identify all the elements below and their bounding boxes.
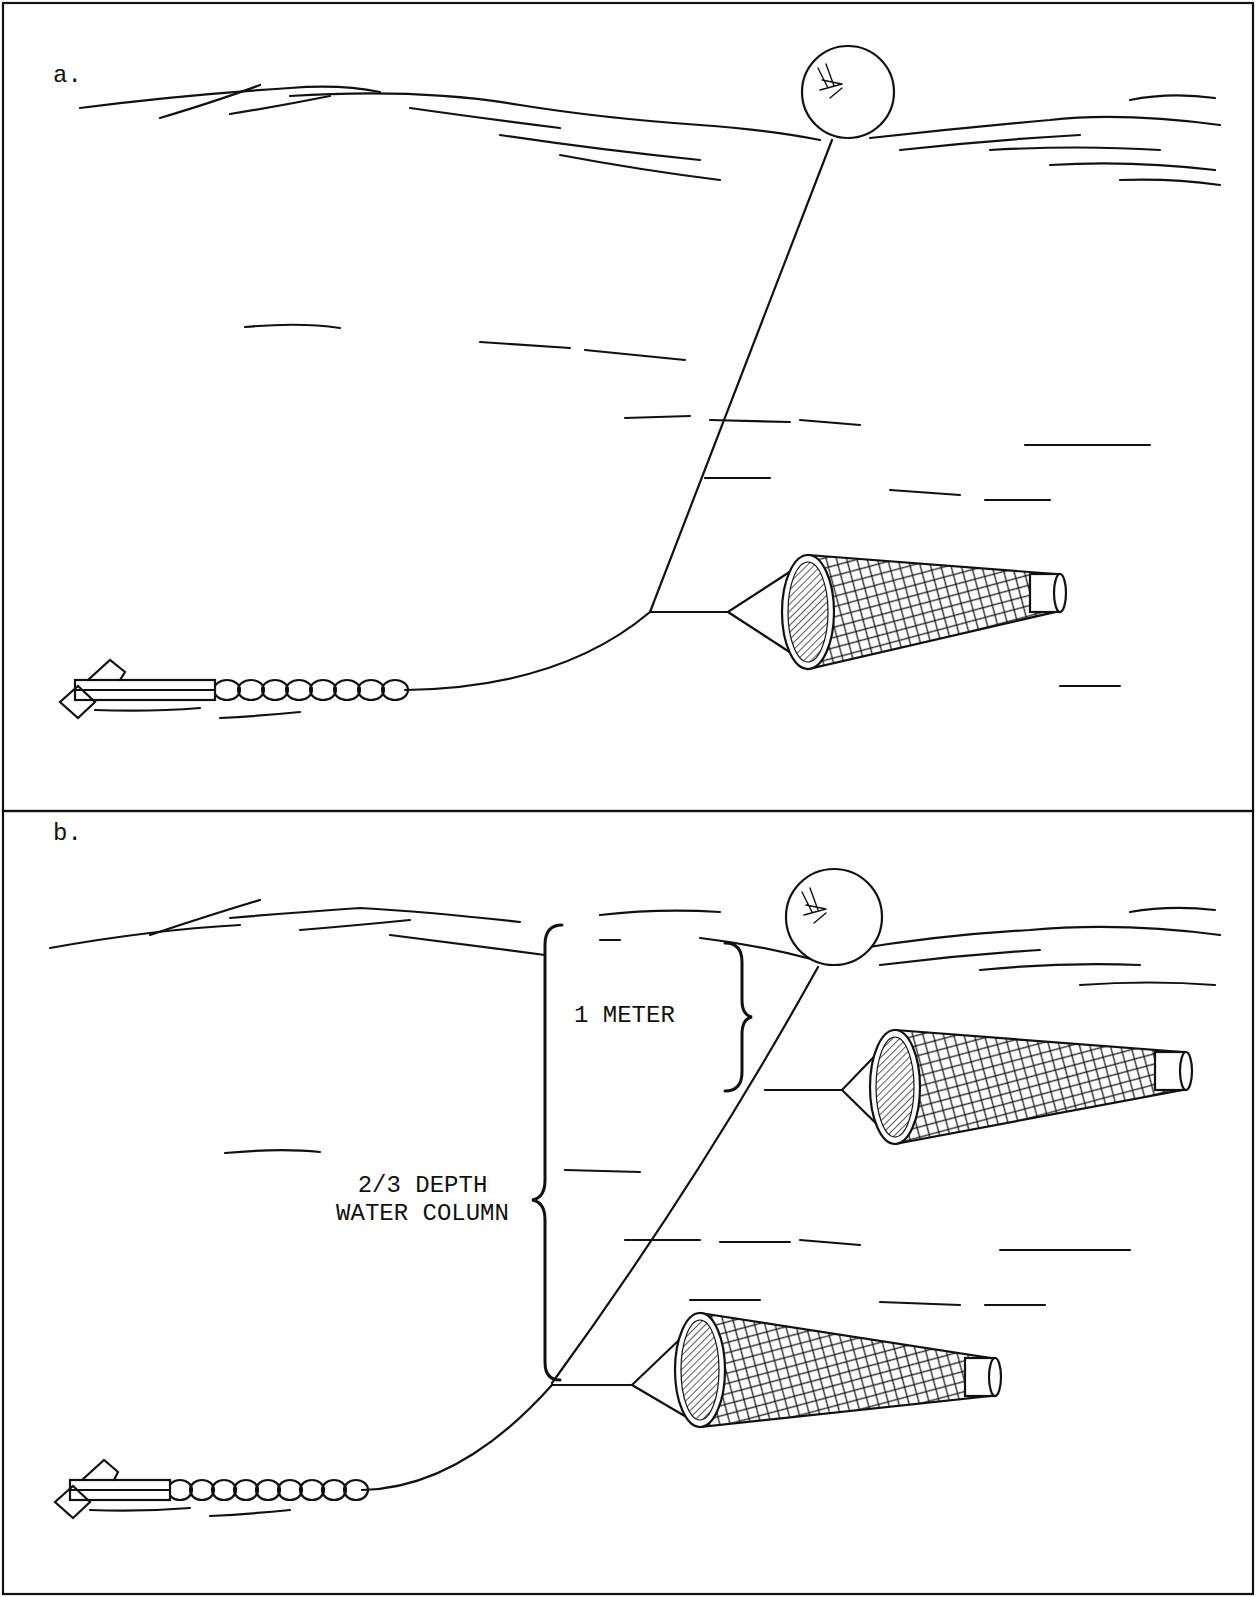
buoy-line: [650, 140, 832, 612]
dimension-label: 2/3 DEPTH WATER COLUMN: [320, 1172, 525, 1227]
water-current-strokes: [225, 1150, 1130, 1305]
water-current-strokes: [245, 325, 1150, 686]
panel-frame: [3, 3, 1253, 811]
dimension-label: 1 METER: [574, 1002, 714, 1030]
buoy: [802, 46, 894, 138]
plankton-net: [650, 555, 1066, 669]
anchor-weight: [60, 660, 408, 718]
buoy: [786, 869, 882, 965]
panel-label: b.: [53, 820, 113, 848]
plankton-net: [552, 1313, 1001, 1427]
water-surface: [80, 85, 1220, 185]
dimension-brace: [725, 943, 752, 1091]
plankton-net: [765, 1030, 1192, 1144]
anchor-line: [405, 612, 650, 690]
dimension-brace: [532, 925, 562, 1380]
water-surface: [50, 900, 1220, 985]
panel-frame: [3, 811, 1253, 1594]
panel-label: a.: [53, 62, 113, 90]
anchor-line: [362, 1385, 552, 1490]
buoy-line: [552, 967, 818, 1383]
anchor-weight: [55, 1460, 368, 1518]
